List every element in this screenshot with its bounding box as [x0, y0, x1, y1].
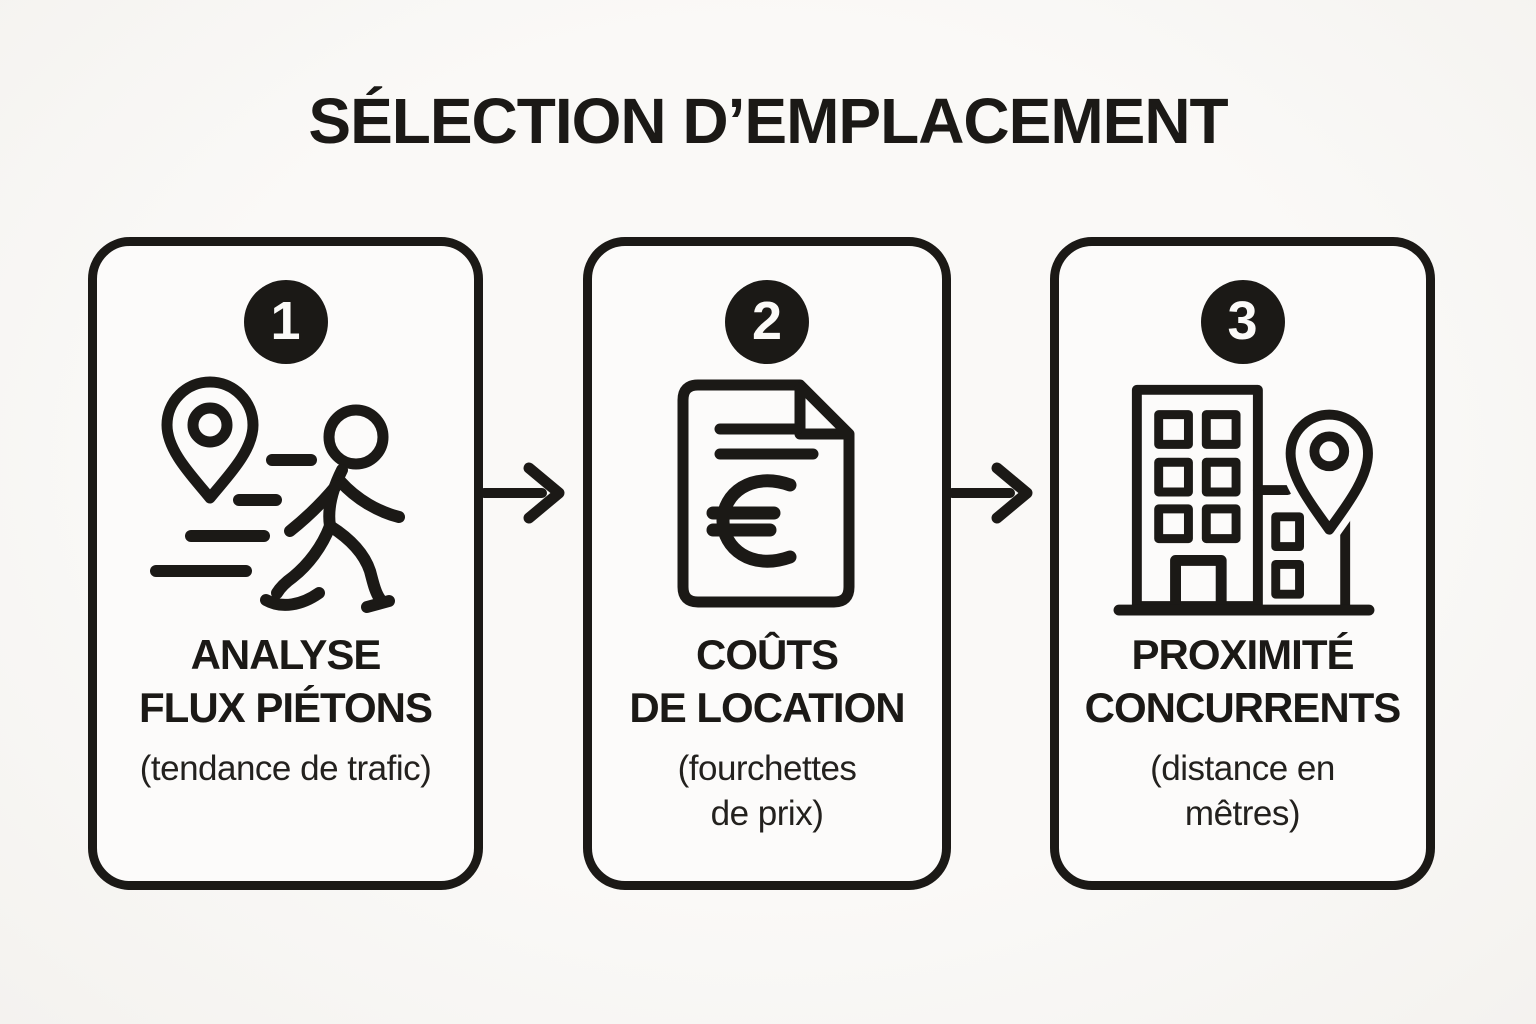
- step-subtitle-line: de prix): [710, 794, 824, 833]
- buildings-icon: [1113, 384, 1374, 616]
- step-card-2: 2 COÛTS DE LOCATION (fourchett: [583, 237, 951, 890]
- step-number-badge: 1: [243, 280, 328, 364]
- step-subtitle-line: (distance en: [1150, 749, 1335, 788]
- page-title: SÉLECTION D’EMPLACEMENT: [308, 85, 1228, 157]
- step-title: PROXIMITÉ CONCURRENTS: [1084, 628, 1402, 734]
- step-subtitle-line: (fourchettes: [677, 749, 857, 788]
- step-number-badge: 2: [725, 280, 809, 364]
- buildings-location-pin-icon: [1108, 370, 1378, 618]
- speed-lines-icon: [149, 454, 317, 577]
- step-card-1: 1: [88, 237, 483, 890]
- running-person-icon: [259, 404, 405, 613]
- euro-invoice-document-icon: [677, 370, 857, 618]
- document-icon: [677, 379, 855, 607]
- location-pin-running-person-icon: [136, 370, 436, 618]
- step-subtitle: (fourchettes de prix): [678, 746, 857, 836]
- step-subtitle-line: mêtres): [1184, 794, 1301, 833]
- step-title: COÛTS DE LOCATION: [629, 628, 905, 734]
- step-number-badge: 3: [1200, 280, 1285, 364]
- step-card-3: 3: [1050, 237, 1435, 890]
- step-title-line: DE LOCATION: [629, 684, 905, 731]
- step-title-line: COÛTS: [696, 631, 839, 678]
- step-title-line: CONCURRENTS: [1084, 684, 1402, 731]
- euro-symbol-icon: [706, 473, 797, 568]
- flow-arrow-icon: [480, 462, 565, 524]
- step-title-line: PROXIMITÉ: [1131, 631, 1354, 678]
- step-title: ANALYSE FLUX PIÉTONS: [139, 628, 433, 734]
- location-pin-icon: [1278, 402, 1378, 542]
- step-subtitle: (tendance de trafic): [140, 746, 432, 791]
- step-subtitle: (distance en mêtres): [1150, 746, 1335, 836]
- location-pin-icon: [161, 376, 258, 504]
- flow-arrow-icon: [948, 462, 1033, 524]
- step-title-line: FLUX PIÉTONS: [139, 684, 433, 731]
- step-title-line: ANALYSE: [190, 631, 382, 678]
- step-subtitle-line: (tendance de trafic): [139, 749, 432, 788]
